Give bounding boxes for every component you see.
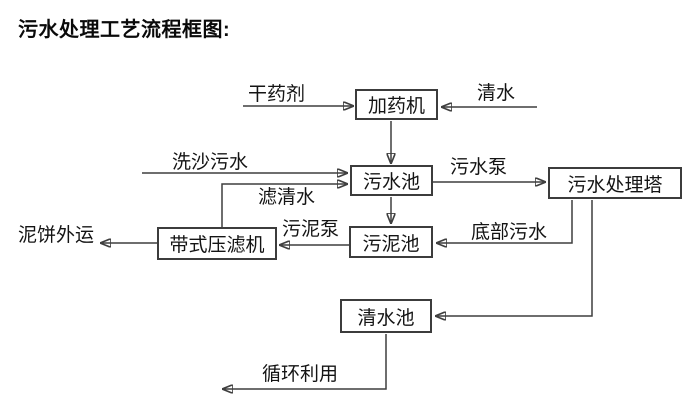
flow-label-sludge-pump: 污泥泵 <box>282 219 340 240</box>
arrow-tower-to-clear-water-pool <box>435 200 593 316</box>
node-sludge-pool: 污泥池 <box>349 226 433 258</box>
node-belt-filter-press-label: 带式压滤机 <box>169 235 265 256</box>
flow-label-mud-cake-outbound: 泥饼外运 <box>18 225 95 246</box>
arrow-recycle-use <box>222 334 387 389</box>
node-dosing-machine: 加药机 <box>355 89 438 120</box>
flow-label-recycle-use: 循环利用 <box>262 364 339 385</box>
arrow-filtered-water-to-sewage-pool <box>221 184 348 227</box>
node-dosing-machine-label: 加药机 <box>367 96 425 117</box>
flow-label-filtered-water: 滤清水 <box>258 187 316 208</box>
flow-label-bottom-sewage: 底部污水 <box>471 222 548 243</box>
flow-label-dry-agent: 干药剂 <box>248 84 306 105</box>
node-clear-water-pool: 清水池 <box>340 299 432 333</box>
node-sewage-pool: 污水池 <box>350 165 433 196</box>
node-treatment-tower: 污水处理塔 <box>548 167 682 199</box>
diagram-title: 污水处理工艺流程框图: <box>18 19 231 41</box>
arrow-bottom-sewage-to-sludge-pool <box>436 200 573 243</box>
node-sewage-pool-label: 污水池 <box>362 172 420 193</box>
flow-label-clear-water: 清水 <box>477 83 516 104</box>
flow-label-sand-washing-sewage: 洗沙污水 <box>172 152 249 173</box>
node-clear-water-pool-label: 清水池 <box>357 307 415 329</box>
node-belt-filter-press: 带式压滤机 <box>157 227 277 260</box>
node-treatment-tower-label: 污水处理塔 <box>567 174 663 196</box>
flow-label-sewage-pump: 污水泵 <box>450 157 508 178</box>
node-sludge-pool-label: 污泥池 <box>362 233 420 255</box>
